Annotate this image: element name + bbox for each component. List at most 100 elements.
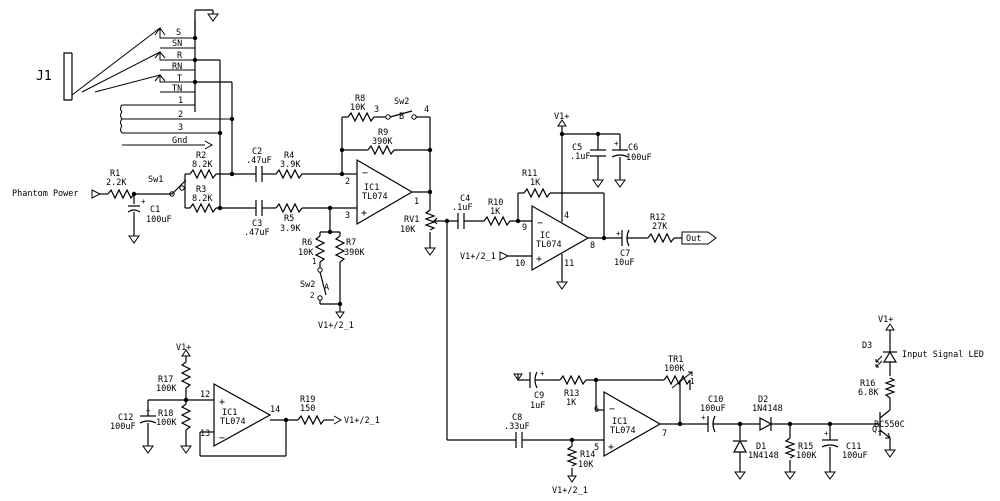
r12-name: R12	[650, 213, 665, 223]
opamp-ic-second: C4 .1uF R10 1K − + IC TL074 9 10 8 4 11 …	[452, 112, 717, 290]
c2-name: C2	[252, 147, 262, 157]
r10-name: R10	[488, 198, 503, 208]
d2-name: D2	[758, 395, 768, 405]
ic-pin-11: 11	[564, 259, 574, 269]
svg-text:+: +	[614, 139, 619, 148]
svg-text:+: +	[608, 442, 614, 453]
r6-value: 10K	[298, 248, 314, 258]
r14-value: 10K	[578, 460, 594, 470]
r2-name: R2	[196, 151, 206, 161]
rv1-value: 10K	[400, 225, 416, 235]
r7-name: R7	[346, 238, 356, 248]
jack-j1: J1 S SN R RN T TN 1 2 3 Gnd	[36, 9, 235, 208]
c7-name: C7	[620, 249, 630, 259]
sw2-b-label: B	[399, 112, 404, 122]
r2-value: 8.2K	[192, 160, 213, 170]
jack-pin-1: 1	[178, 96, 183, 106]
c9-value: 1uF	[530, 401, 545, 411]
sw1-label: Sw1	[148, 175, 163, 185]
r9-value: 390K	[372, 137, 393, 147]
jack-pin-t: T	[177, 74, 182, 84]
r8-value: 10K	[350, 103, 366, 113]
jack-pin-gnd: Gnd	[172, 136, 187, 146]
svg-text:+: +	[616, 229, 621, 238]
r16-value: 6.8K	[858, 388, 879, 398]
c5-value: .1uF	[570, 152, 590, 162]
r3-value: 8.2K	[192, 194, 213, 204]
c9-name: C9	[534, 391, 544, 401]
phantom-power-label: Phantom Power	[12, 189, 79, 199]
jack-pin-sn: SN	[172, 39, 182, 49]
c6-value: 100uF	[626, 153, 652, 163]
ic1-pin-5: 5	[594, 443, 599, 453]
rv1-name: RV1	[404, 215, 419, 225]
d3-name: D3	[862, 341, 872, 351]
r14-name: R14	[580, 450, 595, 460]
ic-pin-8: 8	[590, 241, 595, 251]
r18-name: R18	[158, 409, 173, 419]
jack-pin-r: R	[177, 51, 183, 61]
jack-pin-tn: TN	[172, 84, 182, 94]
c8-name: C8	[512, 413, 522, 423]
r4-value: 3.9K	[280, 160, 301, 170]
svg-text:+: +	[701, 413, 706, 422]
ic1-buffer-name: IC1	[222, 408, 237, 418]
ic1-buffer-part: TL074	[220, 417, 246, 427]
c3-value: .47uF	[244, 228, 270, 238]
r19-name: R19	[300, 395, 315, 405]
vhalf-label-buffer: V1+/2_1	[344, 416, 380, 426]
c8-value: .33uF	[504, 422, 530, 432]
svg-text:+: +	[361, 208, 367, 219]
r5-value: 3.9K	[280, 224, 301, 234]
r11-name: R11	[522, 169, 537, 179]
r17-value: 100K	[156, 384, 177, 394]
c4-value: .1uF	[452, 203, 472, 213]
r18-value: 100K	[156, 418, 177, 428]
tr1-value: 100K	[664, 364, 685, 374]
vhalf-label-ic: V1+/2_1	[460, 252, 496, 262]
d1-value: 1N4148	[748, 451, 779, 461]
c12-value: 100uF	[110, 422, 136, 432]
r6-name: R6	[302, 238, 312, 248]
jack-pin-3: 3	[178, 123, 183, 133]
ic-second-part: TL074	[536, 240, 562, 250]
svg-text:+: +	[146, 406, 151, 415]
c7-value: 10uF	[614, 258, 634, 268]
r8-name: R8	[355, 94, 365, 104]
r3-name: R3	[196, 185, 206, 195]
sw2-a-label: A	[324, 283, 329, 293]
vhalf-label-meter: V1+/2_1	[552, 486, 588, 496]
c10-name: C10	[708, 395, 723, 405]
svg-text:+: +	[824, 429, 829, 438]
ic1-pin-14: 14	[270, 405, 280, 415]
r13-name: R13	[564, 389, 579, 399]
c2-value: .47uF	[246, 156, 272, 166]
ic1-main-name: IC1	[364, 183, 379, 193]
q1-value: BC550C	[874, 420, 905, 430]
vplus-label-led: V1+	[878, 315, 893, 325]
svg-text:−: −	[219, 433, 225, 444]
r16-name: R16	[860, 379, 875, 389]
c4-name: C4	[460, 194, 470, 204]
ic1-meter-part: TL074	[610, 426, 636, 436]
svg-text:−: −	[609, 404, 615, 415]
r9-name: R9	[378, 128, 388, 138]
c1-value: 100uF	[146, 215, 172, 225]
ic-second-name: IC	[540, 231, 550, 241]
ic1-main-part: TL074	[362, 192, 388, 202]
vplus-label-buffer: V1+	[176, 343, 191, 353]
c5-name: C5	[572, 143, 582, 153]
r10-value: 1K	[490, 207, 501, 217]
sw2-top-label: Sw2	[394, 97, 409, 107]
r13-value: 1K	[566, 398, 577, 408]
opamp-ic1-main: − + IC1 TL074 2 3 1 R8 10K 3 4 Sw2 B R9 …	[298, 94, 433, 331]
phantom-power-section: Phantom Power R1 2.2K + C1 100uF Sw1 R2 …	[12, 151, 250, 244]
ic1-pin-13: 13	[200, 429, 210, 439]
c11-name: C11	[846, 442, 861, 452]
sw2-pin-4: 4	[424, 105, 429, 115]
vhalf-label-ic1: V1+/2_1	[318, 321, 354, 331]
svg-text:+: +	[536, 254, 542, 265]
sw2-pin-3: 3	[374, 105, 379, 115]
opamp-ic1-meter: C8 .33uF R14 10K V1+/2_1 + C9 1uF R13 1K…	[447, 315, 984, 496]
